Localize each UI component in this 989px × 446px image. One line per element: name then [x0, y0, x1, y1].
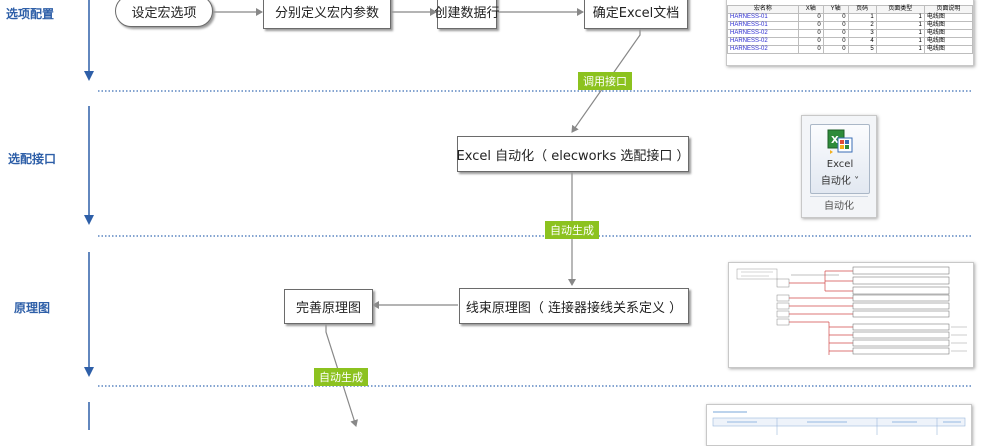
table-cell: 0 — [822, 29, 849, 38]
table-cell: HARNESS-02 — [727, 37, 799, 46]
table-cell: 1 — [847, 13, 877, 22]
table-cell: 1 — [875, 45, 925, 54]
phase-label-interface: 选配接口 — [8, 152, 57, 166]
table-cell: 0 — [797, 37, 824, 46]
flow-lines — [84, 0, 972, 430]
table-cell: 电线图 — [923, 37, 973, 46]
excel-ribbon-thumbnail: X Excel 自动化 ˅ 自动化 — [801, 115, 877, 218]
tag-auto-gen-2: 自动生成 — [314, 368, 368, 386]
table-cell: HARNESS-02 — [727, 29, 799, 38]
macro-col-header: X轴 — [797, 5, 824, 14]
phase-label-options: 选项配置 — [6, 7, 55, 21]
report-thumbnail — [706, 404, 972, 446]
table-cell: 0 — [797, 29, 824, 38]
excel-automation-icon: X — [827, 129, 853, 154]
table-cell: 0 — [822, 45, 849, 54]
node-refine-schematic: 完善原理图 — [284, 289, 373, 324]
excel-button-line1: Excel — [826, 159, 854, 170]
svg-text:X: X — [831, 135, 839, 146]
table-cell: 电线图 — [923, 13, 973, 22]
tag-call-api: 调用接口 — [578, 72, 632, 90]
excel-button-line2: 自动化 ˅ — [820, 176, 860, 187]
table-cell: HARNESS-01 — [727, 13, 799, 22]
table-cell: 0 — [822, 21, 849, 30]
table-row: HARNESS-01 0 0 1 1 电线图 — [727, 13, 973, 22]
table-cell: 3 — [847, 29, 877, 38]
macro-col-header: Y轴 — [822, 5, 849, 14]
macro-col-header: 页面类型 — [875, 5, 925, 14]
tag-auto-gen-1: 自动生成 — [545, 221, 599, 239]
node-harness-schematic: 线束原理图（ 连接器接线关系定义 ） — [459, 288, 689, 324]
schematic-drawing — [736, 266, 967, 355]
phase-label-schematic: 原理图 — [14, 301, 51, 315]
table-cell: HARNESS-01 — [727, 21, 799, 30]
node-create-rows: 创建数据行 — [435, 0, 500, 29]
table-row: HARNESS-02 0 0 5 1 电线图 — [727, 45, 973, 54]
table-cell: 2 — [847, 21, 877, 30]
excel-ribbon-group-label: 自动化 — [810, 196, 868, 212]
table-cell: 4 — [847, 37, 877, 46]
table-cell: 1 — [875, 29, 925, 38]
schematic-thumbnail — [728, 262, 974, 368]
arrow-refine-to-next — [325, 322, 358, 427]
table-row: HARNESS-01 0 0 2 1 电线图 — [727, 21, 973, 30]
node-excel-automation: Excel 自动化（ elecworks 选配接口 ） — [457, 136, 689, 172]
table-cell: 1 — [875, 37, 925, 46]
table-row: HARNESS-02 0 0 3 1 电线图 — [727, 29, 973, 38]
table-cell: 0 — [822, 37, 849, 46]
table-cell: 1 — [875, 21, 925, 30]
table-cell: 0 — [797, 21, 824, 30]
macro-table: 宏名称 X轴 Y轴 页码 页面类型 页面说明 HARNESS-01 0 0 1 … — [727, 5, 973, 54]
macro-col-header: 宏名称 — [727, 5, 799, 14]
macro-table-thumbnail: 宏名称 X轴 Y轴 页码 页面类型 页面说明 HARNESS-01 0 0 1 … — [726, 0, 974, 66]
node-define-params: 分别定义宏内参数 — [263, 0, 391, 29]
table-cell: 0 — [797, 13, 824, 22]
table-cell: 电线图 — [923, 21, 973, 30]
arrow-confirm-to-excel — [571, 28, 641, 133]
table-cell: 5 — [847, 45, 877, 54]
node-set-macro: 设定宏选项 — [115, 0, 213, 27]
node-confirm-excel: 确定Excel文档 — [584, 0, 688, 29]
table-cell: 0 — [822, 13, 849, 22]
table-cell: 电线图 — [923, 45, 973, 54]
macro-table-header: 宏名称 X轴 Y轴 页码 页面类型 页面说明 — [727, 5, 973, 14]
macro-col-header: 页码 — [847, 5, 877, 14]
table-row: HARNESS-02 0 0 4 1 电线图 — [727, 37, 973, 46]
table-cell: HARNESS-02 — [727, 45, 799, 54]
table-cell: 0 — [797, 45, 824, 54]
table-cell: 1 — [875, 13, 925, 22]
macro-col-header: 页面说明 — [923, 5, 973, 14]
excel-automation-button[interactable]: X Excel 自动化 ˅ — [810, 124, 870, 194]
table-cell: 电线图 — [923, 29, 973, 38]
report-drawing — [712, 411, 966, 435]
